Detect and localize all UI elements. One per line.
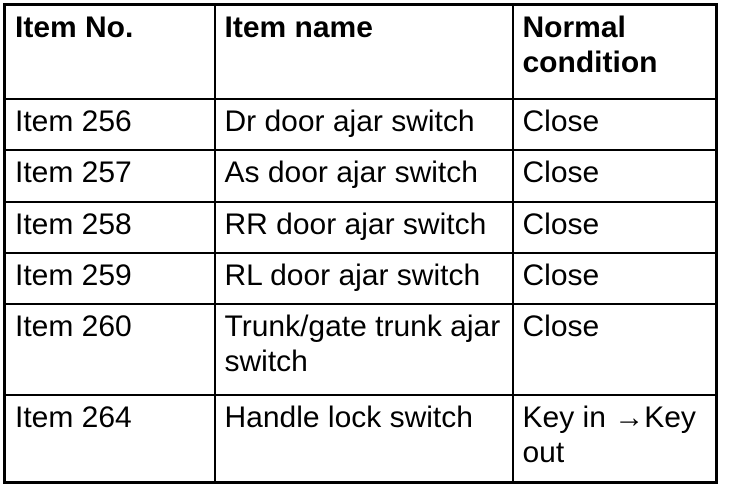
table-body: Item 256 Dr door ajar switch Close Item … [3, 97, 718, 484]
table-row: Item 259 RL door ajar switch Close [3, 251, 718, 305]
table-row: Item 256 Dr door ajar switch Close [3, 97, 718, 151]
cell-item-name: Trunk/gate trunk ajar switch [213, 302, 514, 396]
cell-item-name: As door ajar switch [213, 148, 514, 203]
column-header-item-name: Item name [213, 3, 514, 100]
table-row: Item 258 RR door ajar switch Close [3, 200, 718, 254]
column-header-normal-condition: Normal condition [511, 3, 718, 100]
cell-item-no: Item 256 [3, 97, 216, 151]
cell-item-name: Handle lock switch [213, 393, 514, 484]
cell-normal-condition: Close [511, 200, 718, 254]
cell-item-name: RR door ajar switch [213, 200, 514, 254]
column-header-item-no: Item No. [3, 3, 216, 100]
table-row: Item 264 Handle lock switch Key in →Key … [3, 393, 718, 484]
cell-normal-condition: Close [511, 251, 718, 305]
cell-item-name: Dr door ajar switch [213, 97, 514, 151]
table-row: Item 260 Trunk/gate trunk ajar switch Cl… [3, 302, 718, 396]
cell-normal-condition: Close [511, 97, 718, 151]
cell-normal-condition: Key in →Key out [511, 393, 718, 484]
cell-item-no: Item 264 [3, 393, 216, 484]
table-header: Item No. Item name Normal condition [3, 3, 718, 100]
normal-condition-table: Item No. Item name Normal condition Item… [3, 3, 718, 484]
cell-normal-condition: Close [511, 148, 718, 203]
cell-item-no: Item 260 [3, 302, 216, 396]
cell-item-name: RL door ajar switch [213, 251, 514, 305]
cell-normal-condition: Close [511, 302, 718, 396]
cell-item-no: Item 259 [3, 251, 216, 305]
cell-item-no: Item 257 [3, 148, 216, 203]
table-header-row: Item No. Item name Normal condition [3, 3, 718, 100]
table-row: Item 257 As door ajar switch Close [3, 148, 718, 203]
cell-item-no: Item 258 [3, 200, 216, 254]
